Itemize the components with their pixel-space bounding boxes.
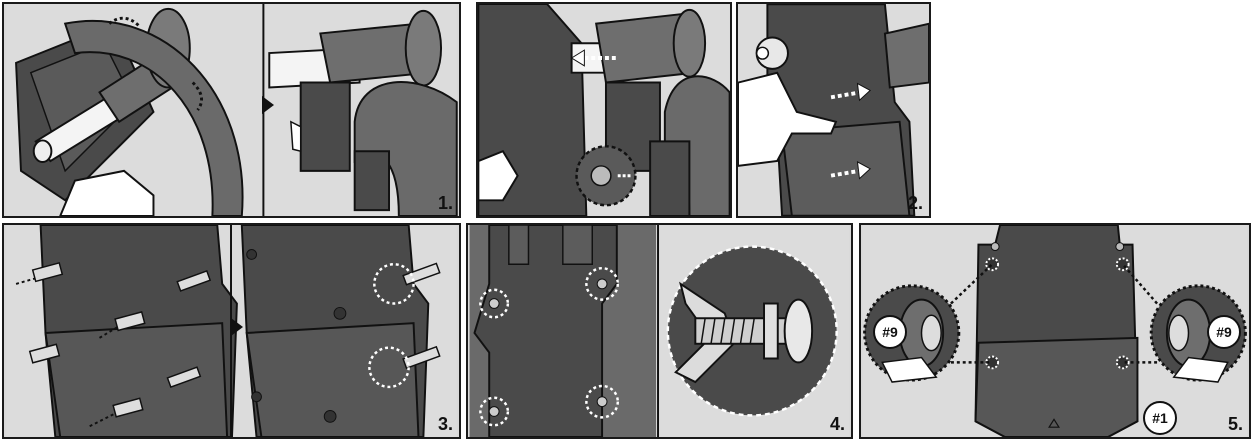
step-4-illustration — [468, 225, 851, 437]
part-1-badge: #1 — [1143, 401, 1177, 435]
step-4-panel: 4. — [466, 223, 853, 439]
step-1-illustration — [4, 4, 459, 216]
part-9-left-badge: #9 — [873, 315, 907, 349]
step-1-panel: 1. — [2, 2, 461, 218]
step-4-number: 4. — [830, 414, 845, 435]
step-2-number: 2. — [908, 193, 923, 214]
sequence-arrow-icon — [231, 318, 243, 336]
step-5-illustration — [861, 225, 1249, 437]
step-3-panel: 3. — [2, 223, 461, 439]
step-3-number: 3. — [438, 414, 453, 435]
step-2a-panel — [476, 2, 732, 218]
step-2b-illustration — [738, 4, 929, 216]
step-5-number: 5. — [1228, 414, 1243, 435]
step-1-number: 1. — [438, 193, 453, 214]
step-5-panel: #9 #9 #1 5. — [859, 223, 1251, 439]
part-9-right-badge: #9 — [1207, 315, 1241, 349]
step-2a-illustration — [478, 4, 730, 216]
step-2-panel: 2. — [736, 2, 931, 218]
sequence-arrow-icon — [262, 96, 274, 114]
